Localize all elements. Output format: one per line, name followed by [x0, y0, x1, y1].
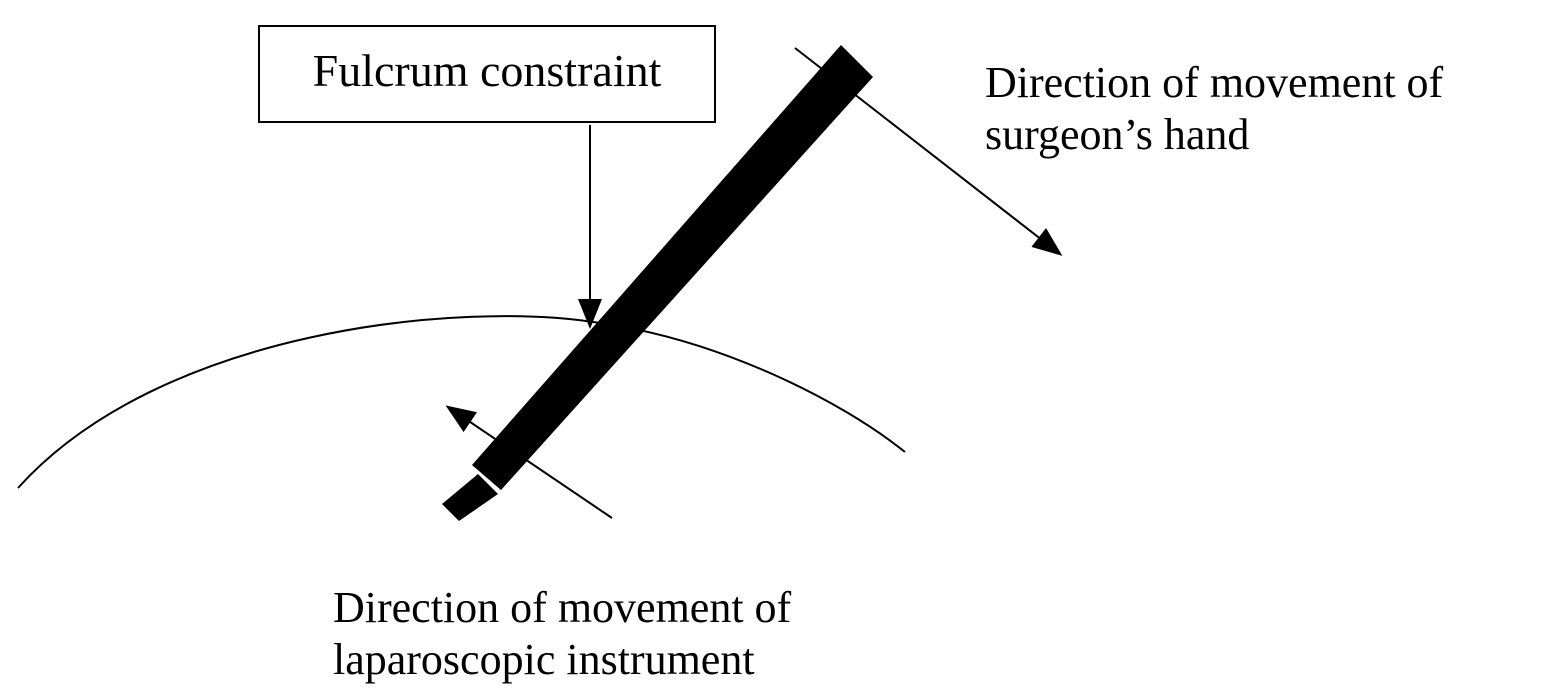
instrument-direction-arrow — [445, 405, 613, 519]
fulcrum-constraint-box: Fulcrum constraint — [258, 25, 716, 123]
instrument-direction-label-line1: Direction of movement of — [333, 583, 792, 632]
hand-direction-label-line2: surgeon’s hand — [985, 110, 1250, 159]
instrument-shaft — [472, 45, 873, 490]
fulcrum-constraint-label: Fulcrum constraint — [312, 45, 662, 96]
instrument-direction-label-line2: laparoscopic instrument — [333, 635, 755, 684]
body-wall-curve — [17, 315, 906, 489]
hand-direction-label: Direction of movement of surgeon’s hand — [985, 57, 1443, 161]
hand-direction-label-line1: Direction of movement of — [985, 58, 1444, 107]
instrument-tip — [442, 474, 498, 521]
instrument-direction-label: Direction of movement of laparoscopic in… — [333, 582, 791, 686]
